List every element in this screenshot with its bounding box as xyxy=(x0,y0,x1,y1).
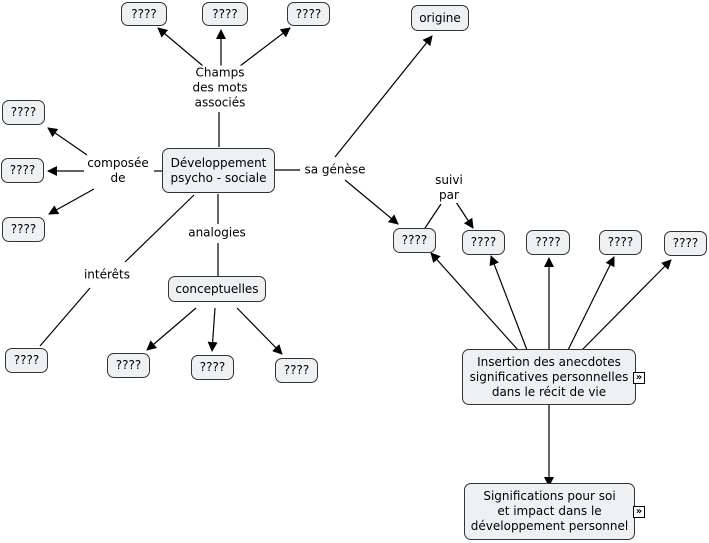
unknown-node[interactable]: ???? xyxy=(599,230,642,255)
unknown-node[interactable]: ???? xyxy=(287,2,330,26)
link-label-genese: sa génèse xyxy=(304,162,366,178)
link-label-composee: composée de xyxy=(87,156,149,186)
unknown-node[interactable]: ???? xyxy=(275,358,318,383)
unknown-label: ???? xyxy=(9,163,36,177)
unknown-node[interactable]: ???? xyxy=(1,158,44,183)
insertion-node[interactable]: Insertion des anecdotes significatives p… xyxy=(462,349,636,405)
center-node-label: Développement psycho - sociale xyxy=(170,155,267,185)
unknown-node[interactable]: ???? xyxy=(393,228,436,253)
unknown-node[interactable]: ???? xyxy=(121,2,167,26)
unknown-node[interactable]: ???? xyxy=(5,348,48,373)
unknown-label: ???? xyxy=(131,6,157,21)
unknown-node[interactable]: ???? xyxy=(462,230,505,255)
unknown-label: ???? xyxy=(283,363,310,377)
unknown-node[interactable]: ???? xyxy=(2,217,45,242)
link-label-suivi: suivi par xyxy=(435,173,463,203)
unknown-label: ???? xyxy=(199,360,226,374)
unknown-label: ???? xyxy=(212,6,238,21)
unknown-label: ???? xyxy=(10,105,37,119)
link-label-interets: intérêts xyxy=(83,267,131,283)
unknown-node[interactable]: ???? xyxy=(107,353,150,378)
unknown-node[interactable]: ???? xyxy=(202,2,248,26)
center-node[interactable]: Développement psycho - sociale xyxy=(162,148,275,193)
link-label-champs: Champs des mots associés xyxy=(192,65,248,111)
unknown-label: ???? xyxy=(535,235,561,249)
unknown-label: ???? xyxy=(401,233,428,247)
conceptuelles-node[interactable]: conceptuelles xyxy=(168,276,266,302)
origine-node[interactable]: origine xyxy=(411,5,469,31)
conceptuelles-label: conceptuelles xyxy=(175,281,259,296)
unknown-node[interactable]: ???? xyxy=(191,355,234,380)
insertion-label: Insertion des anecdotes significatives p… xyxy=(469,354,629,399)
unknown-label: ???? xyxy=(115,358,142,372)
origine-label: origine xyxy=(419,10,461,25)
unknown-node[interactable]: ???? xyxy=(2,100,45,125)
unknown-node[interactable]: ???? xyxy=(526,230,570,255)
unknown-label: ???? xyxy=(10,222,37,236)
double-chevron-right-icon[interactable]: » xyxy=(633,506,645,518)
significations-node[interactable]: Significations pour soi et impact dans l… xyxy=(464,483,635,540)
double-chevron-right-icon[interactable]: » xyxy=(633,372,645,384)
significations-label: Significations pour soi et impact dans l… xyxy=(470,489,629,533)
link-label-analogies: analogies xyxy=(188,225,246,241)
unknown-node[interactable]: ???? xyxy=(664,231,707,256)
unknown-label: ???? xyxy=(295,6,322,21)
unknown-label: ???? xyxy=(607,235,634,249)
unknown-label: ???? xyxy=(13,353,40,367)
unknown-label: ???? xyxy=(470,235,497,249)
unknown-label: ???? xyxy=(672,236,699,250)
